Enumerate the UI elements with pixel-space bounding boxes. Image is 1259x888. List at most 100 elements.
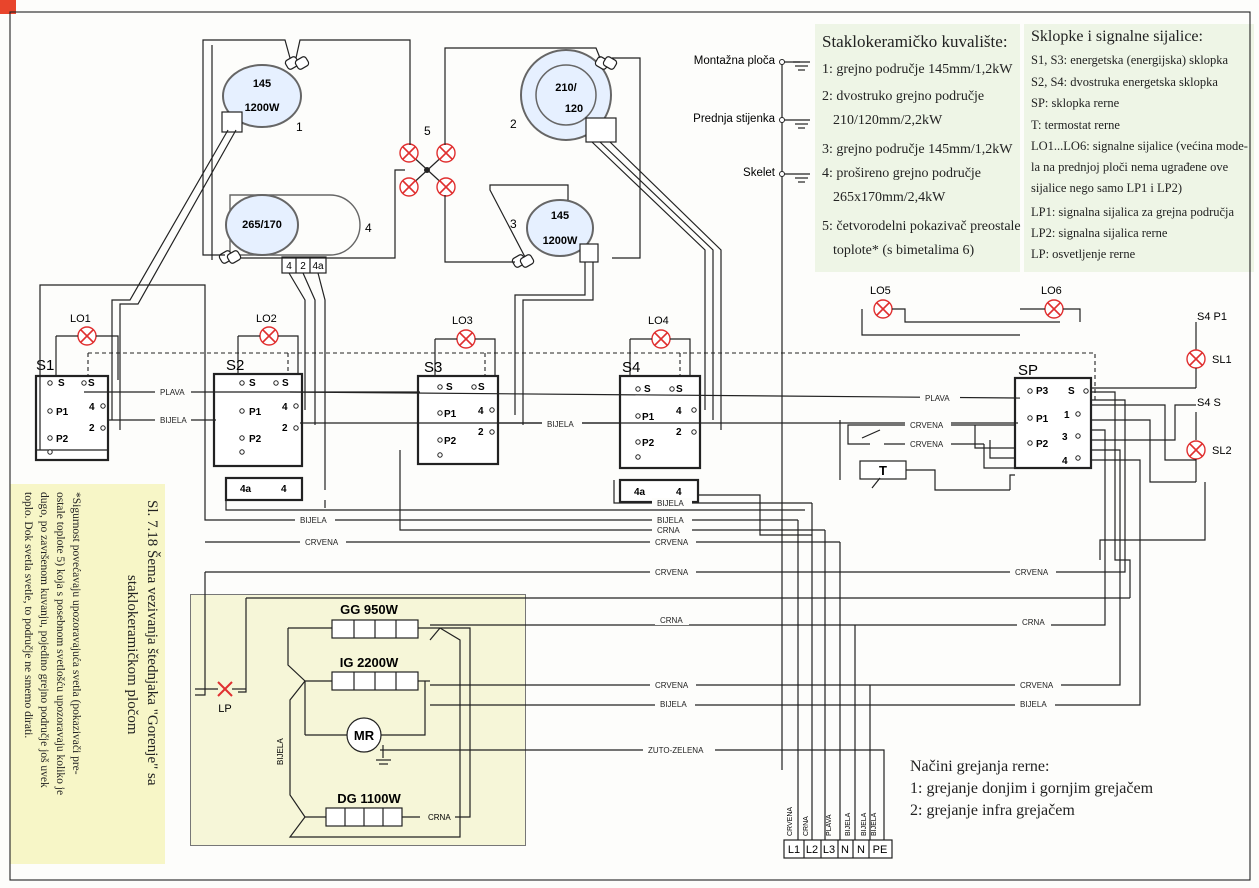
wire-label-crna: CRNA [657, 526, 680, 535]
contact-p1: P1 [56, 407, 69, 418]
contact-p1: P1 [642, 412, 655, 423]
legend-switches-item: la na prednjoj ploči nema ugrađene ove [1031, 160, 1229, 174]
legend-hob-item: 1: grejno područje 145mm/1,2kW [822, 62, 1013, 77]
mains-n: N [857, 844, 865, 856]
legend-hob-item: toplote* (s bimetalima 6) [833, 243, 975, 258]
plate-3: 145 1200W 3 [510, 199, 599, 263]
modes-title: Načini grejanja rerne: [910, 758, 1050, 775]
oven-dg-label: DG 1100W [337, 791, 401, 806]
lamp-lo5-label: LO5 [870, 285, 891, 297]
wire-labels: PLAVA BIJELA BIJELA PLAVA CRVENA CRVENA … [155, 387, 1061, 755]
lamp-lo2-label: LO2 [256, 313, 277, 325]
legend-switches-item: SP: sklopka rerne [1031, 96, 1120, 110]
ground-mount [779, 59, 810, 71]
contact-4a: 4a [240, 484, 252, 495]
contact-2: 2 [282, 423, 288, 434]
ground-front-label: Prednja stijenka [693, 113, 775, 125]
switch-s1: S1 S S P1 4 2 P2 [34, 357, 110, 462]
signal-lamps: S4 P1 SL1 S4 S SL2 [1186, 311, 1232, 482]
oven-wire-crna: CRNA [428, 813, 451, 822]
contact-4: 4 [676, 487, 682, 498]
plate-4-label: 265/170 [242, 219, 282, 231]
contact-s: S [1068, 386, 1075, 397]
contact-4: 4 [478, 406, 484, 417]
mains-wire-bijela: BIJELA [845, 812, 852, 836]
lamps-row [55, 299, 1081, 380]
contact-p1: P1 [1036, 414, 1049, 425]
wire-label-bijela: BIJELA [657, 516, 684, 525]
plate-2-top: 210/ [555, 82, 576, 94]
wire-label-bijela: BIJELA [660, 700, 687, 709]
contact-dots [47, 380, 1089, 461]
legend-hob-item: 4: prošireno grejno područje [822, 166, 982, 181]
wire-label-bijela: BIJELA [300, 516, 327, 525]
contact-p1: P1 [249, 407, 262, 418]
legend-switches-item: T: termostat rerne [1031, 118, 1120, 132]
corner-mark [0, 0, 16, 14]
contact-p2: P2 [642, 438, 655, 449]
ground-frame-label: Skelet [743, 167, 776, 179]
mains-wire-crvena: CRVENA [787, 807, 794, 836]
signal-s4p1-label: S4 P1 [1197, 311, 1227, 323]
lamp-lo3-label: LO3 [452, 315, 473, 327]
mains-block: L1 L2 L3 N N PE CRVENA CRNA PLAVA BIJELA… [783, 503, 893, 859]
lamp-lo6-label: LO6 [1041, 285, 1062, 297]
wire-label-bijela: BIJELA [657, 499, 684, 508]
legend-switches-item: LP1: signalna sijalica za grejna područj… [1031, 205, 1235, 219]
legend-switches-panel [1024, 24, 1254, 272]
contact-4a: 4a [634, 487, 646, 498]
switch-sp: SP P3 S P1 1 P2 3 4 [1013, 362, 1093, 470]
modes-item-1: 1: grejanje donjim i gornjim grejačem [910, 780, 1154, 797]
ground-front [779, 117, 810, 129]
wire-label-plava: PLAVA [925, 394, 950, 403]
plate-1-bottom: 1200W [245, 102, 280, 114]
wire-label-crvena: CRVENA [655, 681, 689, 690]
ground-mount-label: Montažna ploča [694, 55, 776, 67]
legend-switches-item: LO1...LO6: signalne sijalice (većina mod… [1031, 139, 1248, 153]
wire-label-plava: PLAVA [160, 388, 185, 397]
signal-s4s-label: S4 S [1197, 397, 1221, 409]
plate-4: 265/170 4 4 2 4a [225, 194, 372, 274]
contact-p2: P2 [444, 436, 457, 447]
wire-label-crvena: CRVENA [1020, 681, 1054, 690]
wire-label-crvena: CRVENA [305, 538, 339, 547]
wire-label-crvena: CRVENA [910, 421, 944, 430]
wire-label-crvena: CRVENA [910, 440, 944, 449]
legend-hob-item: 5: četvorodelni pokazivač preostale [822, 219, 1021, 234]
oven-heater-dg: DG 1100W CRNA [305, 627, 471, 827]
legend-hob-item: 3: grejno područje 145mm/1,2kW [822, 142, 1013, 157]
contact-s: S [676, 384, 683, 395]
oven-fan-motor: MR [305, 681, 426, 765]
mains-l2: L2 [806, 844, 818, 856]
oven-heater-ig: IG 2200W [305, 655, 430, 691]
hob-wiring [111, 39, 722, 490]
legend-hob-item: 210/120mm/2,2kW [833, 113, 943, 128]
mains-n: N [841, 844, 849, 856]
mains-pe: PE [873, 844, 888, 856]
plate-1: 145 1200W 1 [221, 64, 303, 134]
wire-label-bijela: BIJELA [1020, 700, 1047, 709]
plate-2: 210/ 120 2 [510, 49, 617, 143]
oven-mr-label: MR [354, 728, 375, 743]
contact-4: 4 [281, 484, 287, 495]
legend-hob-title: Staklokeramičko kuvalište: [822, 32, 1008, 51]
contact-4: 4 [676, 406, 682, 417]
oven-heater-gg: GG 950W [288, 602, 440, 639]
plate-3-top: 145 [551, 210, 569, 222]
oven-wire-bijela: BIJELA [276, 738, 285, 765]
contact-2: 2 [676, 427, 682, 438]
wire-label-crvena: CRVENA [655, 538, 689, 547]
thermostat: T [839, 420, 1010, 491]
wire-label-bijela: BIJELA [547, 420, 574, 429]
contact-2: 2 [478, 427, 484, 438]
thermostat-label: T [879, 463, 887, 478]
legend-hob-item: 2: dvostruko grejno područje [822, 89, 985, 104]
plate-1-number: 1 [296, 120, 303, 134]
contact-4: 4 [1062, 456, 1068, 467]
switch-s4: S4 S S P1 4 2 P2 4a 4 [618, 359, 702, 504]
contact-3: 3 [1062, 432, 1068, 443]
contact-p1: P1 [444, 409, 457, 420]
contact-4: 4 [282, 402, 288, 413]
switch-s1-name: S1 [36, 357, 54, 374]
